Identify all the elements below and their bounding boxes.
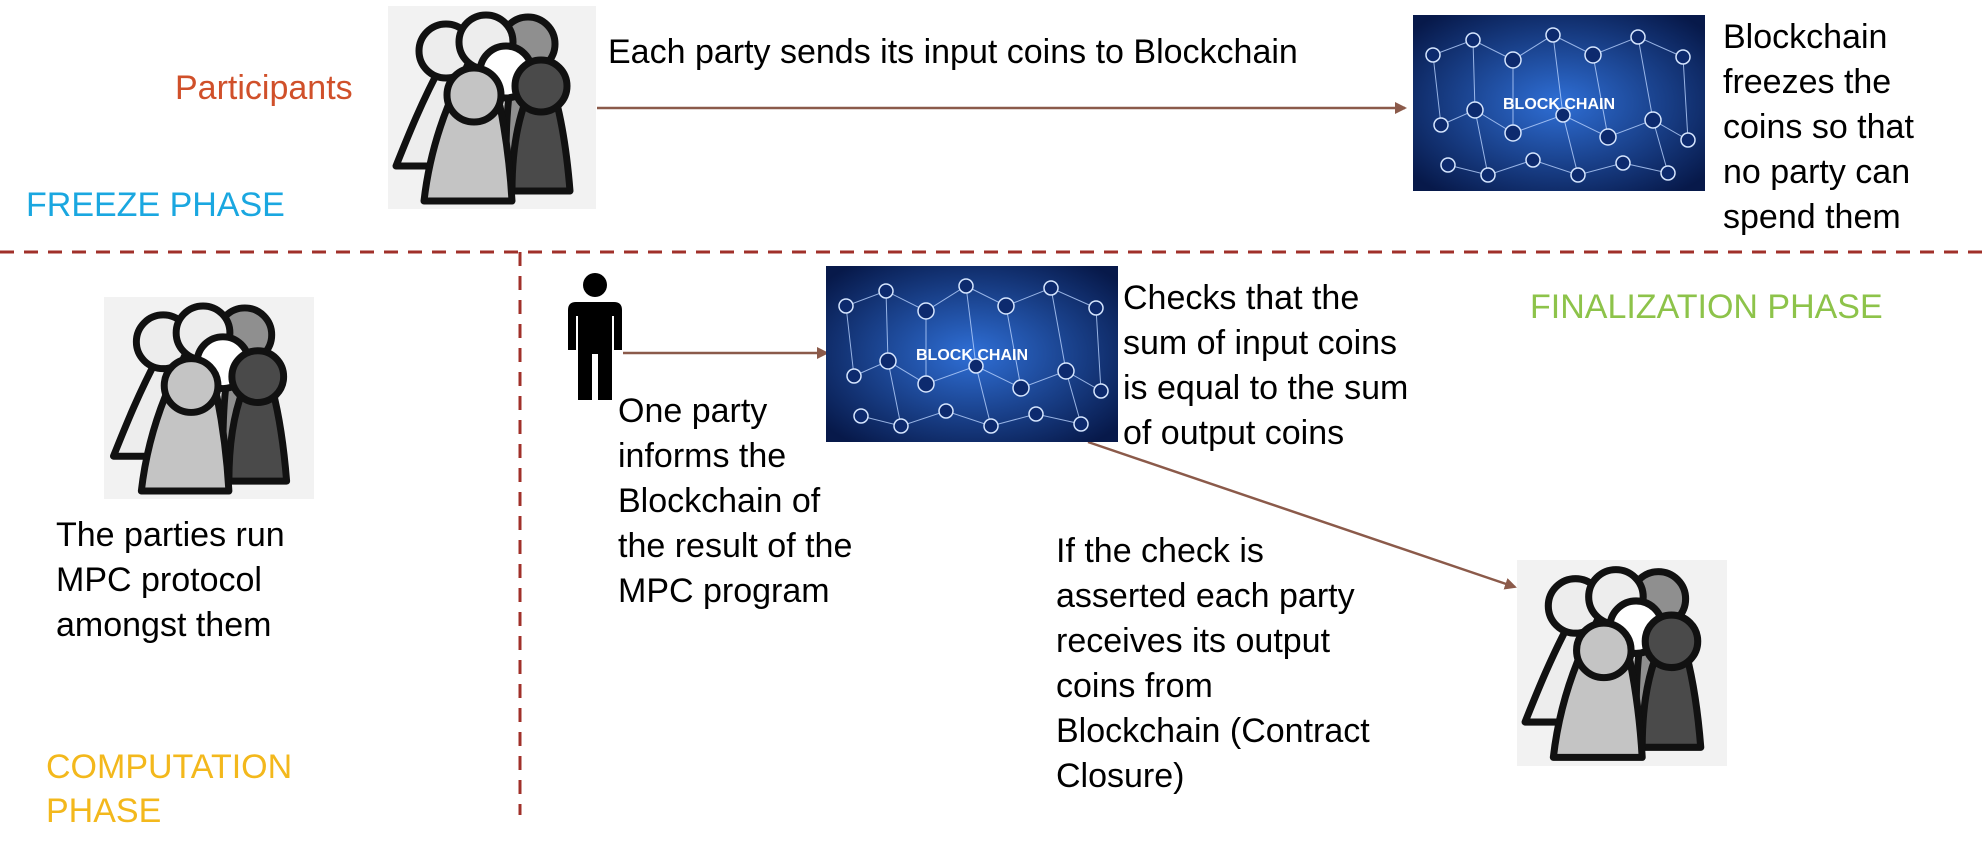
freeze-phase-label: FREEZE PHASE: [26, 186, 285, 224]
inform-text: One party informs the Blockchain of the …: [618, 392, 853, 610]
check-text: Checks that the sum of input coins is eq…: [1123, 279, 1409, 452]
people-group-icon: [104, 297, 314, 499]
blockchain-label: BLOCK CHAIN: [1503, 96, 1615, 113]
participants-label: Participants: [175, 69, 353, 107]
run-mpc-text: The parties run MPC protocol amongst the…: [56, 516, 285, 644]
computation-phase-label: COMPUTATION PHASE: [46, 748, 293, 830]
blockchain-network-icon: BLOCK CHAIN: [1413, 15, 1705, 191]
people-group-icon: [388, 6, 596, 209]
freeze-text: Blockchain freezes the coins so that no …: [1723, 18, 1914, 236]
blockchain-label: BLOCK CHAIN: [916, 347, 1028, 364]
finalization-phase-label: FINALIZATION PHASE: [1530, 288, 1883, 326]
blockchain-network-icon: BLOCK CHAIN: [826, 266, 1118, 442]
send-coins-text: Each party sends its input coins to Bloc…: [608, 33, 1298, 71]
receive-coins-text: If the check is asserted each party rece…: [1056, 532, 1370, 795]
receive-coins-arrow: [1087, 440, 1517, 590]
person-icon: [566, 272, 624, 402]
people-group-icon: [1517, 560, 1727, 766]
